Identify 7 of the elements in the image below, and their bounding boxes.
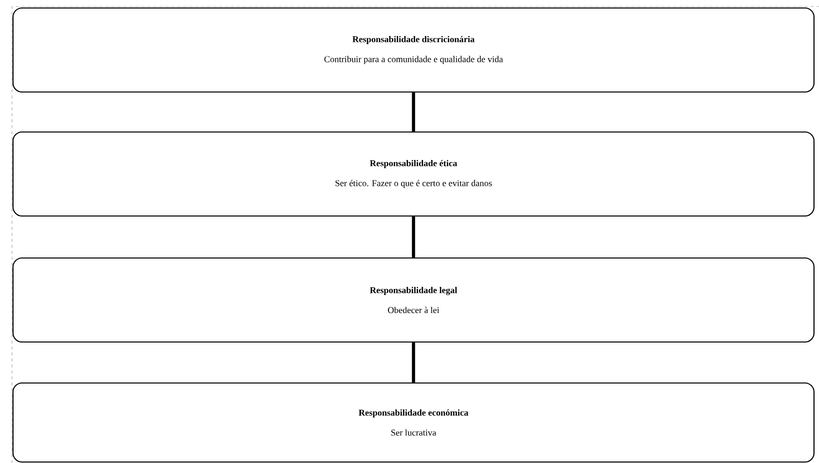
connector-line — [412, 342, 416, 382]
connector-line — [412, 216, 416, 258]
responsibility-box: Responsabilidade ética Ser ético. Fazer o que é certo e evitar danos — [12, 131, 815, 217]
responsibility-box: Responsabilidade discricionária Contribuir para a comunidade e qualidade de vida — [12, 7, 815, 93]
responsibility-box: Responsabilidade económica Ser lucrativa — [12, 382, 815, 463]
responsibility-box: Responsabilidade legal Obedecer à lei — [12, 257, 815, 343]
connector-line — [412, 92, 416, 132]
